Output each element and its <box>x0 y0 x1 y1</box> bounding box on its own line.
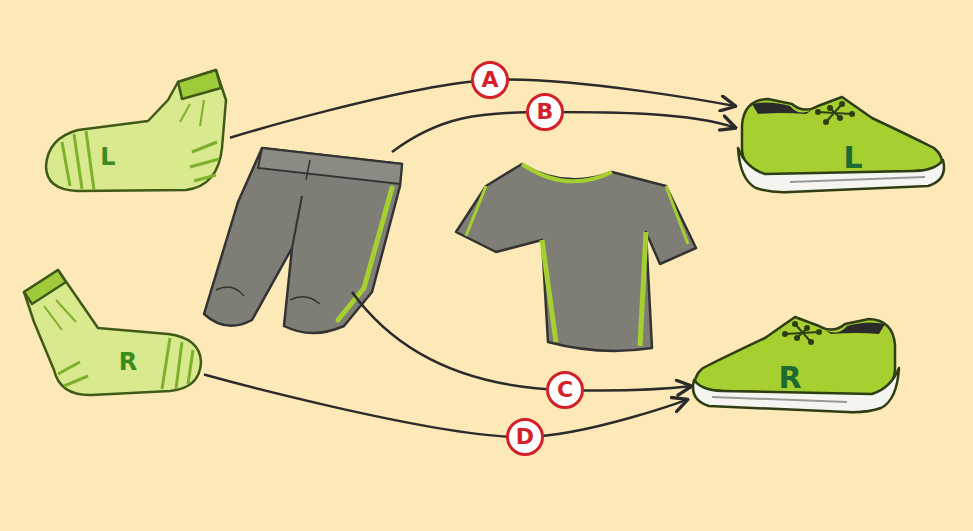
sock-shape-outline <box>42 66 230 194</box>
side-letter: R <box>119 350 137 374</box>
side-letter: L <box>843 143 862 173</box>
path-letter: B <box>526 93 564 131</box>
arrow-line <box>352 292 692 391</box>
arrow-line <box>392 112 736 152</box>
sock-shape: L <box>42 66 230 194</box>
path-letter: D <box>506 418 544 456</box>
sock-shape-outline <box>22 266 204 400</box>
path-letter: A <box>471 61 509 99</box>
sock-shape: R <box>22 266 204 400</box>
side-letter: L <box>100 145 115 169</box>
shoe-shape-outline <box>736 94 948 196</box>
arrow-line <box>204 375 688 437</box>
shoe-shape: R <box>688 312 903 416</box>
shoe-shape: L <box>736 94 948 196</box>
path-letter: C <box>546 371 584 409</box>
pants-drawing <box>204 148 402 333</box>
side-letter: R <box>778 363 801 393</box>
shirt-drawing <box>456 164 696 351</box>
